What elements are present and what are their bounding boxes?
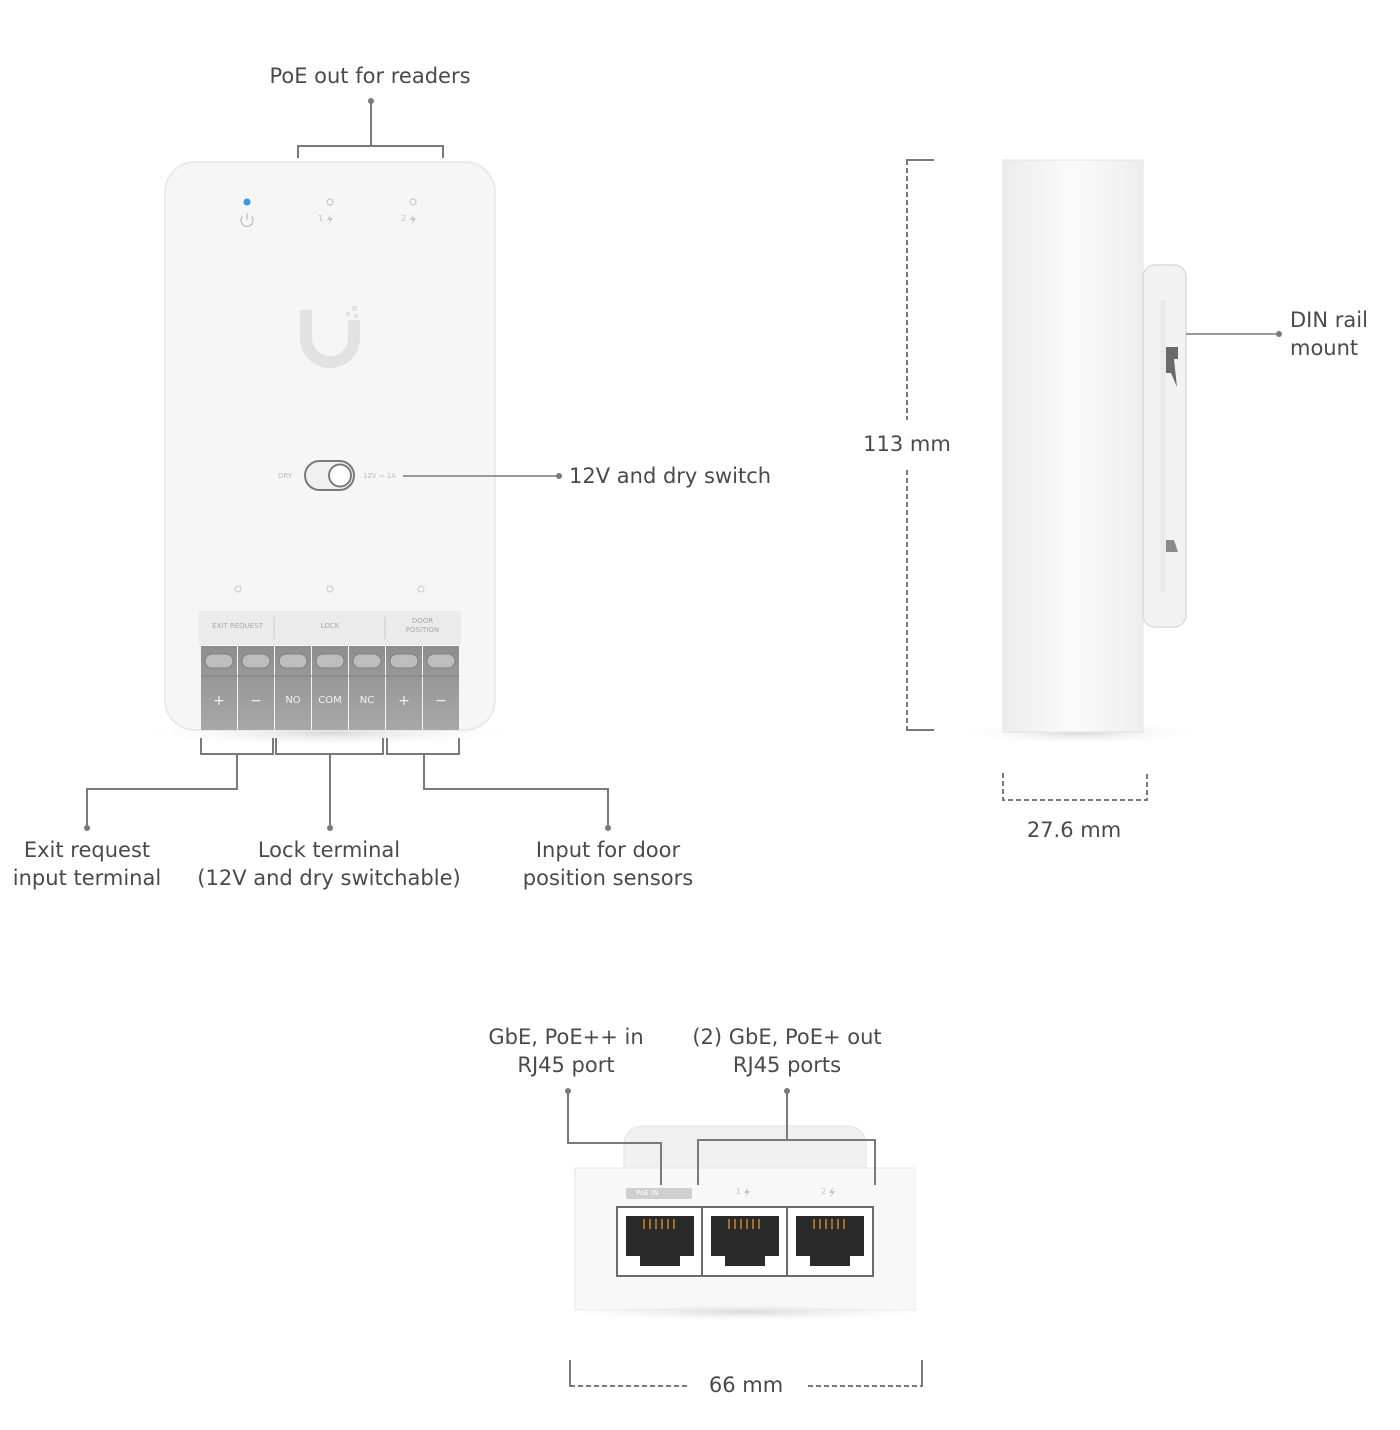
- exit-leader: [86, 754, 238, 826]
- terminal-mark-7: −: [435, 693, 447, 709]
- door-sensor-line-1: Input for door: [535, 838, 681, 862]
- poe-bolt-icon-2: [410, 214, 416, 225]
- status-hole-lock: [326, 585, 334, 593]
- door-dot: [605, 825, 611, 831]
- height-dimension: 113 mm: [857, 430, 957, 458]
- terminal-mark-4: COM: [318, 695, 342, 706]
- terminal-lever-7: [426, 653, 456, 669]
- poe-bolt-icon-1: [327, 214, 333, 225]
- exit-request-line-1: Exit request: [23, 838, 151, 862]
- poe-out-dot: [368, 98, 374, 104]
- terminal-lever-6: [389, 653, 419, 669]
- poe-in-port-label: GbE, PoE++ in RJ45 port: [466, 1023, 666, 1079]
- din-dot: [1276, 331, 1282, 337]
- lock-print: LOCK: [320, 622, 340, 630]
- rj45-port-2: [796, 1216, 864, 1266]
- switch-dot: [556, 473, 562, 479]
- ubiquiti-logo-icon: [300, 306, 360, 368]
- terminal-mark-1: +: [213, 693, 225, 709]
- bottom-view: [535, 1088, 955, 1387]
- poe-out-label: PoE out for readers: [269, 64, 471, 88]
- poe-in-line-2: RJ45 port: [517, 1053, 615, 1077]
- bottom-bolt-icon-1: [744, 1187, 750, 1198]
- rj45-port-1: [711, 1216, 779, 1266]
- port1-print: 1: [318, 214, 324, 223]
- door-sensor-label: Input for door position sensors: [508, 836, 708, 892]
- mode-switch-knob: [328, 463, 352, 488]
- door-sensor-line-2: position sensors: [522, 866, 694, 890]
- bottom-bolt-icon-2: [829, 1187, 835, 1198]
- terminal-lever-2: [241, 653, 271, 669]
- poe-out-ports-line-2: RJ45 ports: [732, 1053, 842, 1077]
- depth-dimension: 27.6 mm: [1026, 818, 1122, 842]
- bottom-port1-print: 1: [736, 1187, 742, 1196]
- power-led: [243, 198, 251, 206]
- terminal-mark-5: NC: [359, 695, 375, 706]
- poe-in-print: PoE IN: [636, 1189, 659, 1197]
- din-latch-top: [1166, 347, 1178, 387]
- lock-terminal-label: Lock terminal (12V and dry switchable): [190, 836, 468, 892]
- front-view: [84, 98, 611, 831]
- bottom-shadow: [535, 1302, 955, 1322]
- lock-terminal-line-1: Lock terminal: [257, 838, 401, 862]
- poe-in-line-1: GbE, PoE++ in: [488, 1025, 644, 1049]
- exit-request-line-2: input terminal: [12, 866, 162, 890]
- switch-label: 12V and dry switch: [569, 464, 772, 488]
- status-hole-exit: [234, 585, 242, 593]
- exit-request-print: EXIT REQUEST: [212, 622, 263, 630]
- din-latch-bottom: [1166, 540, 1178, 552]
- side-body: [1002, 159, 1144, 733]
- terminal-lever-5: [352, 653, 382, 669]
- terminal-mark-6: +: [398, 693, 410, 709]
- door-print-line-2: POSITION: [405, 626, 440, 634]
- poe-in-dot: [565, 1088, 571, 1094]
- port2-print: 2: [401, 214, 407, 223]
- rj45-port-in: [626, 1216, 694, 1266]
- door-leader: [423, 754, 609, 826]
- lock-dot: [327, 825, 333, 831]
- terminal-mark-2: −: [250, 693, 262, 709]
- switch-12v-print: 12V ⎓ 1A: [363, 472, 396, 480]
- din-rail-line-2: mount: [1290, 336, 1359, 360]
- side-view: [906, 159, 1282, 801]
- door-position-print: DOOR POSITION: [386, 617, 459, 635]
- port1-led: [326, 198, 334, 206]
- terminal-lever-3: [278, 653, 308, 669]
- poe-in-label-bg: [626, 1188, 692, 1199]
- terminal-lever-1: [204, 653, 234, 669]
- status-hole-door: [417, 585, 425, 593]
- port2-led: [409, 198, 417, 206]
- din-rail-label: DIN rail mount: [1290, 306, 1368, 362]
- door-print-line-1: DOOR: [411, 617, 434, 625]
- lock-terminal-line-2: (12V and dry switchable): [197, 866, 461, 890]
- poe-out-ports-dot: [784, 1088, 790, 1094]
- switch-dry-print: DRY: [278, 472, 293, 480]
- exit-dot: [84, 825, 90, 831]
- exit-request-label: Exit request input terminal: [0, 836, 174, 892]
- terminal-block: [201, 646, 459, 730]
- din-rail-line-1: DIN rail: [1290, 308, 1368, 332]
- rj45-ports: [616, 1206, 874, 1277]
- poe-out-ports-label: (2) GbE, PoE+ out RJ45 ports: [672, 1023, 902, 1079]
- depth-dim-line: [1002, 773, 1148, 801]
- poe-out-ports-line-1: (2) GbE, PoE+ out: [692, 1025, 882, 1049]
- din-rail-channel: [1160, 300, 1166, 592]
- poe-in-leader: [567, 1093, 662, 1185]
- terminal-mark-3: NO: [285, 695, 301, 706]
- power-icon: [240, 213, 254, 228]
- width-dimension: 66 mm: [708, 1373, 784, 1397]
- poe-out-bracket: [297, 145, 444, 158]
- terminal-lever-4: [315, 653, 345, 669]
- terminal-label-band: [199, 611, 461, 645]
- bottom-port2-print: 2: [821, 1187, 827, 1196]
